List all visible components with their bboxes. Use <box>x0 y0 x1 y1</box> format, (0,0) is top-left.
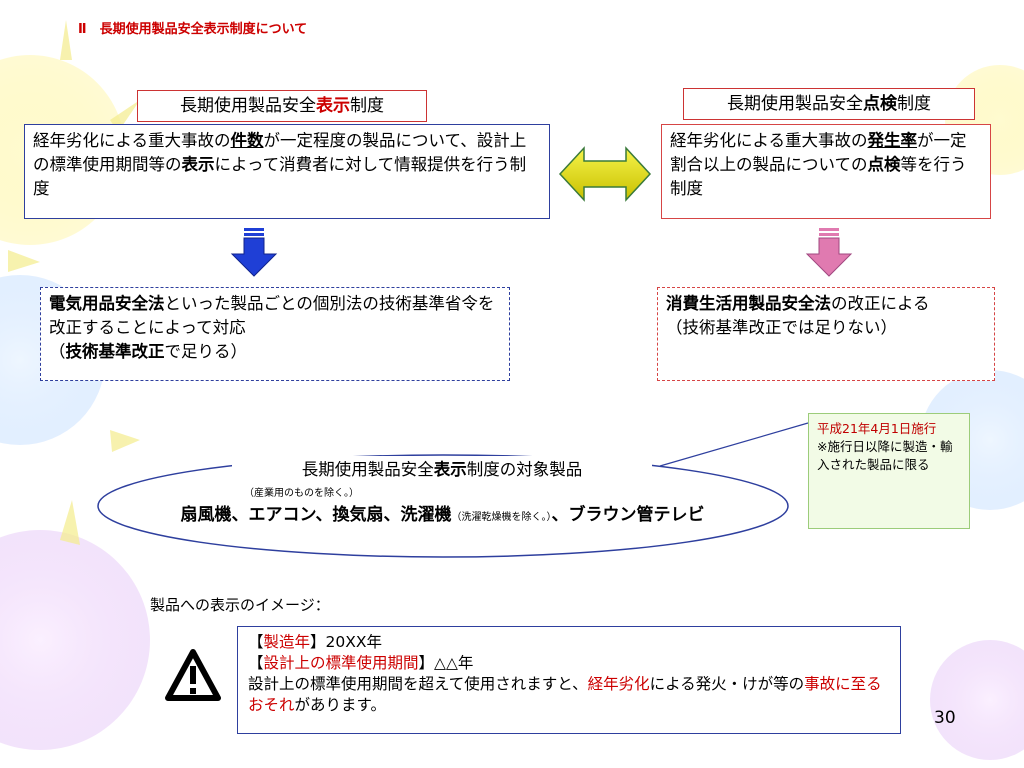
desc-text: 経年劣化による重大事故の <box>670 131 868 150</box>
display-system-tag: 長期使用製品安全表示制度 <box>137 90 427 122</box>
desc-bold-display: 表示 <box>181 155 215 174</box>
tag-bold-text: 点検 <box>863 94 897 114</box>
double-arrow-icon <box>558 146 652 202</box>
warning-text: による発火・けが等の <box>649 675 805 693</box>
inspection-system-tag: 長期使用製品安全点検制度 <box>683 88 975 120</box>
result-bold-law: 電気用品安全法 <box>49 294 165 313</box>
warning-accident: 事故に至るおそれ <box>248 675 882 714</box>
scope-title-text: 長期使用製品安全 <box>301 460 434 479</box>
warning-text-end: があります。 <box>294 696 386 714</box>
down-arrow-icon <box>805 228 853 277</box>
desc-bold-inspection: 点検 <box>867 155 901 174</box>
usage-period-label: 設計上の標準使用期間 <box>263 654 419 672</box>
usage-period-value: △△年 <box>434 654 474 672</box>
scope-subtitle: （産業用のものを除く。） <box>244 488 359 499</box>
warning-triangle-icon <box>165 649 221 701</box>
desc-text: 等を行う制度 <box>670 155 967 198</box>
result-text: で足りる） <box>164 342 248 361</box>
display-system-description: 経年劣化による重大事故の件数が一定程度の製品について、設計上の標準使用期間等の表… <box>24 124 550 219</box>
warning-aging: 経年劣化 <box>587 675 650 693</box>
sample-warning-text: 設計上の標準使用期間を超えて使用されますと、経年劣化による発火・けが等の事故に至… <box>248 674 890 716</box>
manufacture-year-value: 20XX年 <box>325 633 383 651</box>
desc-text: 経年劣化による重大事故の <box>33 131 231 150</box>
bracket: 【 <box>248 654 264 672</box>
warning-text: 設計上の標準使用期間を超えて使用されますと、 <box>248 675 588 693</box>
inspection-system-result: 消費生活用製品安全法の改正による （技術基準改正では足りない） <box>657 287 995 381</box>
desc-text: が一定割合以上の製品についての <box>670 131 967 174</box>
desc-bold-count: 件数 <box>230 131 264 150</box>
desc-text: が一定程度の製品について、設計上の標準使用期間等の <box>33 131 527 174</box>
products-list-end: 、ブラウン管テレビ <box>551 505 705 525</box>
image-label: 製品への表示のイメージ： <box>150 596 330 614</box>
sample-label: 【製造年】20XX年 【設計上の標準使用期間】△△年 設計上の標準使用期間を超え… <box>237 626 901 734</box>
enforcement-date: 平成21年4月1日施行 <box>817 421 937 436</box>
tag-text: 長期使用製品安全 <box>180 96 316 116</box>
page-number: 30 <box>934 708 956 728</box>
enforcement-condition: ※施行日以降に製造・輸入された製品に限る <box>817 439 953 472</box>
enforcement-note: 平成21年4月1日施行 ※施行日以降に製造・輸入された製品に限る <box>808 413 970 529</box>
scope-products: 扇風機、エアコン、換気扇、洗濯機（洗濯乾燥機を除く。）、ブラウン管テレビ <box>110 500 775 525</box>
bracket: 】 <box>418 654 435 672</box>
tag-bold-text: 表示 <box>316 96 350 116</box>
scope-title-text-end: 制度の対象製品 <box>466 460 583 479</box>
down-arrow-icon <box>230 228 278 277</box>
inspection-system-description: 経年劣化による重大事故の発生率が一定割合以上の製品についての点検等を行う制度 <box>661 124 991 219</box>
tag-text: 長期使用製品安全 <box>727 94 863 114</box>
result-text: の改正による <box>831 294 930 313</box>
slide-title: Ⅱ 長期使用製品安全表示制度について <box>78 22 308 37</box>
result-bold-revision: 技術基準改正 <box>65 342 165 361</box>
bracket: 】 <box>310 633 326 651</box>
desc-bold-rate: 発生率 <box>867 131 918 150</box>
products-note: （洗濯乾燥機を除く。） <box>451 512 552 523</box>
tag-text-end: 制度 <box>897 94 931 114</box>
sample-line-period: 【設計上の標準使用期間】△△年 <box>248 653 890 674</box>
desc-text: によって消費者に対して情報提供を行う制度 <box>33 155 527 198</box>
scope-title-bold: 表示 <box>433 460 467 479</box>
display-system-result: 電気用品安全法といった製品ごとの個別法の技術基準省令を改正することによって対応 … <box>40 287 510 381</box>
result-text: （技術基準改正では足りない） <box>666 318 897 337</box>
result-bold-law: 消費生活用製品安全法 <box>666 294 831 313</box>
result-text: といった製品ごとの個別法の技術基準省令を改正することによって対応 <box>49 294 495 337</box>
tag-text-end: 制度 <box>350 96 384 116</box>
products-list: 扇風機、エアコン、換気扇、洗濯機 <box>180 505 452 525</box>
result-text: （ <box>49 342 66 361</box>
manufacture-year-label: 製造年 <box>263 633 311 651</box>
bracket: 【 <box>248 633 264 651</box>
sample-line-manufacture: 【製造年】20XX年 <box>248 632 890 653</box>
scope-title: 長期使用製品安全表示制度の対象製品 <box>232 456 652 480</box>
